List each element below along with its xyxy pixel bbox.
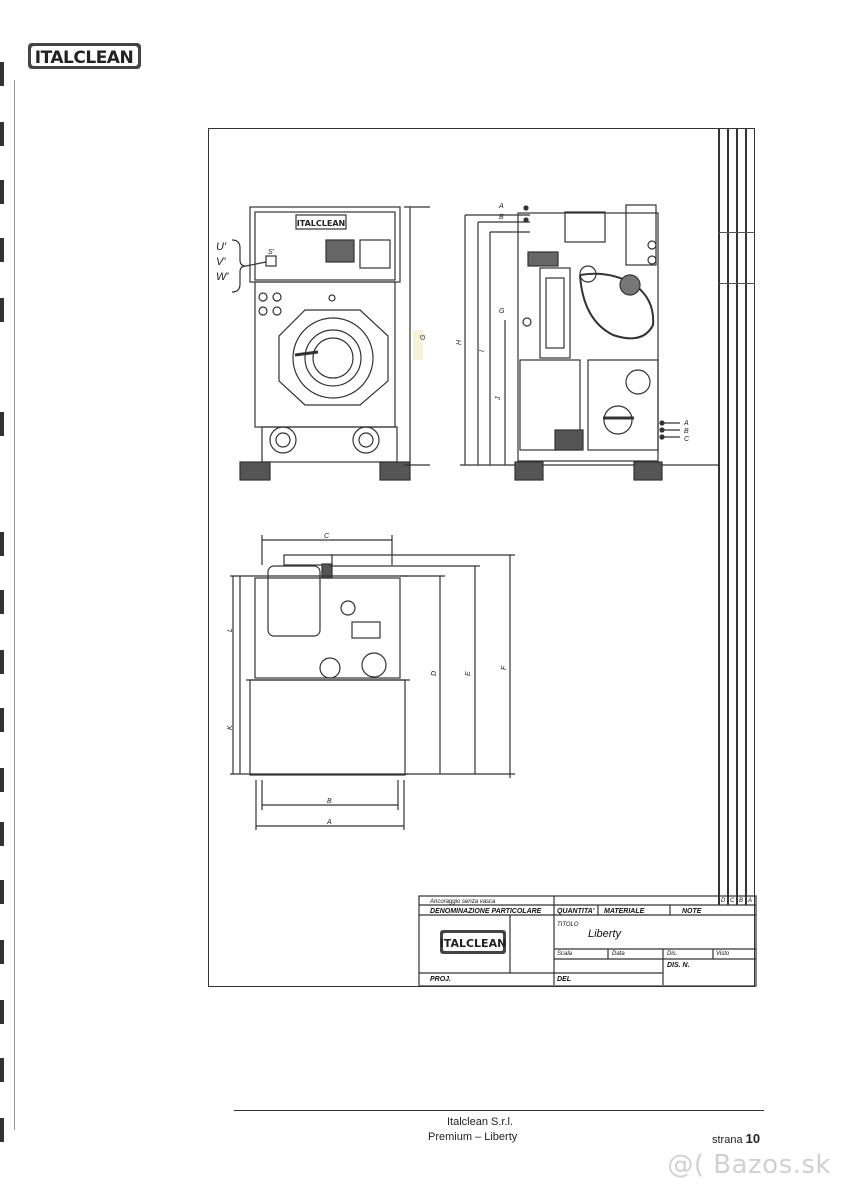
label-h: H: [456, 339, 463, 345]
label-k: K: [227, 725, 234, 730]
revision-column-line: [727, 128, 729, 905]
revision-letter: A: [748, 898, 753, 904]
revision-column-line: [745, 128, 747, 905]
binder-mark: [0, 708, 4, 732]
scale-label: Scala: [557, 951, 573, 957]
svg-text:ITALCLEAN: ITALCLEAN: [35, 48, 133, 68]
date-label: Data: [612, 951, 625, 957]
title-block-logo: ITALCLEAN: [440, 930, 507, 954]
top-view-rear: [254, 577, 401, 679]
title-value: Liberty: [588, 928, 622, 940]
watermark-text: Bazos.sk: [713, 1150, 831, 1180]
svg-text:ITALCLEAN: ITALCLEAN: [440, 937, 507, 950]
page-number: 10: [745, 1131, 761, 1146]
col-quantity: QUANTITA': [557, 908, 595, 915]
revision-column-line: [718, 128, 720, 905]
label-f: F: [501, 665, 508, 670]
drawn-label: Dis.: [667, 951, 678, 957]
label-w: W': [216, 271, 229, 283]
revision-letter: D: [721, 898, 726, 904]
binder-mark: [0, 532, 4, 556]
label-a-top: A: [326, 819, 332, 826]
binder-mark: [0, 768, 4, 792]
revision-letter: B: [739, 898, 744, 904]
title-label: TITOLO: [557, 922, 579, 928]
label-g-front: G: [420, 334, 427, 340]
label-a-side: A: [498, 203, 504, 210]
label-v: V': [216, 256, 226, 268]
revision-tick: [718, 232, 755, 233]
revision-letter: C: [730, 898, 735, 904]
at-icon: @(: [667, 1150, 705, 1180]
label-i: I: [479, 350, 486, 352]
label-e: E: [465, 671, 472, 676]
binder-mark: [0, 1118, 4, 1142]
binder-mark: [0, 650, 4, 674]
label-b-right: B: [684, 428, 689, 435]
del-label: DEL: [557, 976, 571, 983]
technical-drawing: U' V' W' S' G A B G H I J A B C C B A L …: [216, 203, 720, 830]
binder-mark: [0, 298, 4, 322]
label-a-right: A: [683, 420, 689, 427]
label-c-top: C: [324, 533, 330, 540]
binder-mark: [0, 122, 4, 146]
footer-rule: [234, 1110, 764, 1111]
binder-mark: [0, 412, 4, 436]
drawing-no-label: DIS. N.: [667, 962, 690, 969]
footer-product: Premium – Liberty: [428, 1131, 518, 1143]
binder-mark: [0, 880, 4, 904]
label-l: L: [227, 628, 234, 632]
side-body: [517, 212, 659, 462]
binder-mark: [0, 940, 4, 964]
revision-column-line: [736, 128, 738, 905]
title-block: ITALCLEAN: [418, 895, 757, 987]
label-b-side: B: [499, 214, 504, 221]
bazos-watermark: @( Bazos.sk: [667, 1150, 831, 1180]
top-view-front: [249, 679, 406, 776]
label-u: U': [216, 241, 227, 253]
label-c-right: C: [684, 436, 690, 443]
footer-company: Italclean S.r.l.: [447, 1116, 514, 1128]
viewed-label: Visto: [716, 951, 730, 957]
page-edge-line: [14, 80, 15, 1130]
binder-mark: [0, 180, 4, 204]
anchor-note: Ancoraggio senza vasca: [430, 899, 496, 905]
footer-page: strana 10: [712, 1131, 760, 1146]
binder-mark: [0, 822, 4, 846]
label-s: S': [268, 249, 275, 256]
page-label: strana: [712, 1134, 743, 1146]
col-part-name: DENOMINAZIONE PARTICOLARE: [430, 908, 542, 915]
binder-mark: [0, 1000, 4, 1024]
col-material: MATERIALE: [604, 908, 645, 915]
label-g-side: G: [499, 308, 505, 315]
front-panel-logo: ITALCLEAN: [297, 219, 345, 228]
binder-mark: [0, 1058, 4, 1082]
label-d: D: [431, 671, 438, 676]
label-j: J: [495, 396, 502, 401]
binder-mark: [0, 62, 4, 86]
revision-tick: [718, 283, 755, 284]
binder-mark: [0, 238, 4, 262]
col-note: NOTE: [682, 908, 702, 915]
italclean-logo: ITALCLEAN: [27, 40, 142, 72]
proj-label: PROJ.: [430, 976, 452, 983]
binder-mark: [0, 590, 4, 614]
label-b-top: B: [327, 798, 332, 805]
front-door: [278, 309, 389, 406]
